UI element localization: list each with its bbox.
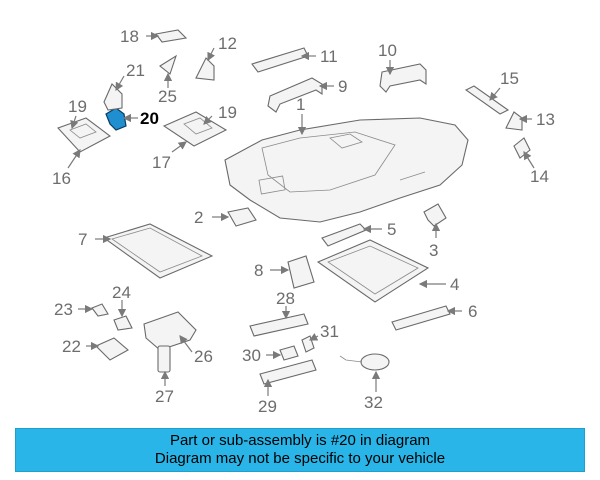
banner-line-1: Part or sub-assembly is #20 in diagram [169,432,431,449]
part-29 [259,359,317,385]
callout-6: 6 [468,302,477,321]
callout-18: 18 [120,27,139,46]
part-22 [95,337,129,361]
callout-23: 23 [54,300,73,319]
part-23 [91,303,109,317]
part-16-sun-visor [57,117,112,153]
part-4-sunroof-panel [316,239,430,303]
callout-16: 16 [52,169,71,188]
callout-5: 5 [387,220,396,239]
part-24 [113,315,133,331]
part-12 [195,57,215,81]
part-30 [279,345,299,361]
callout-19-left: 19 [68,97,87,116]
info-banner: Part or sub-assembly is #20 in diagram D… [15,428,585,472]
callout-4: 4 [450,275,459,294]
callout-27: 27 [155,387,174,406]
callout-25: 25 [158,87,177,106]
leader-lines [67,31,535,396]
part-3 [423,203,447,227]
part-26-console [143,311,197,351]
callout-13: 13 [536,110,555,129]
part-27 [157,345,171,373]
part-21 [103,83,123,111]
callout-10: 10 [378,41,397,60]
callout-31: 31 [320,322,339,341]
callout-1: 1 [296,95,305,114]
callout-22: 22 [62,337,81,356]
part-5 [321,223,367,247]
part-25 [159,54,178,75]
callout-12: 12 [218,34,237,53]
callout-24: 24 [112,283,131,302]
banner-line-2: Diagram may not be specific to your vehi… [154,450,446,467]
part-7-frame [102,223,214,279]
part-2 [227,207,257,227]
part-11 [251,47,309,73]
part-15 [464,85,510,115]
callout-30: 30 [242,346,261,365]
part-14 [513,137,531,159]
part-9-grab-handle [267,77,323,113]
callout-19-right: 19 [218,103,237,122]
callout-32: 32 [364,393,383,412]
part-13 [505,111,523,131]
part-8 [287,255,315,289]
callout-8: 8 [254,261,263,280]
callout-21: 21 [126,61,145,80]
callout-26: 26 [194,347,213,366]
callout-14: 14 [530,167,549,186]
callout-9: 9 [338,77,347,96]
callout-labels: 1 2 3 4 5 6 7 8 9 10 11 12 13 14 15 16 1… [52,27,555,416]
part-1-headliner [224,117,469,223]
part-6 [391,305,451,331]
callout-20-highlighted: 20 [140,109,159,128]
callout-11: 11 [320,47,338,66]
callout-15: 15 [500,69,519,88]
part-18 [155,29,188,43]
callout-17: 17 [152,153,171,172]
part-10-grab-handle [379,63,427,93]
callout-2: 2 [194,208,203,227]
part-28 [249,313,309,337]
part-20-highlighted [105,107,127,131]
part-32-microphone [339,353,390,371]
callout-29: 29 [258,397,277,416]
parts-diagram: 1 2 3 4 5 6 7 8 9 10 11 12 13 14 15 16 1… [52,27,555,416]
callout-28: 28 [276,289,295,308]
part-17-sun-visor [162,111,228,147]
callout-3: 3 [429,241,438,260]
callout-7: 7 [78,230,87,249]
